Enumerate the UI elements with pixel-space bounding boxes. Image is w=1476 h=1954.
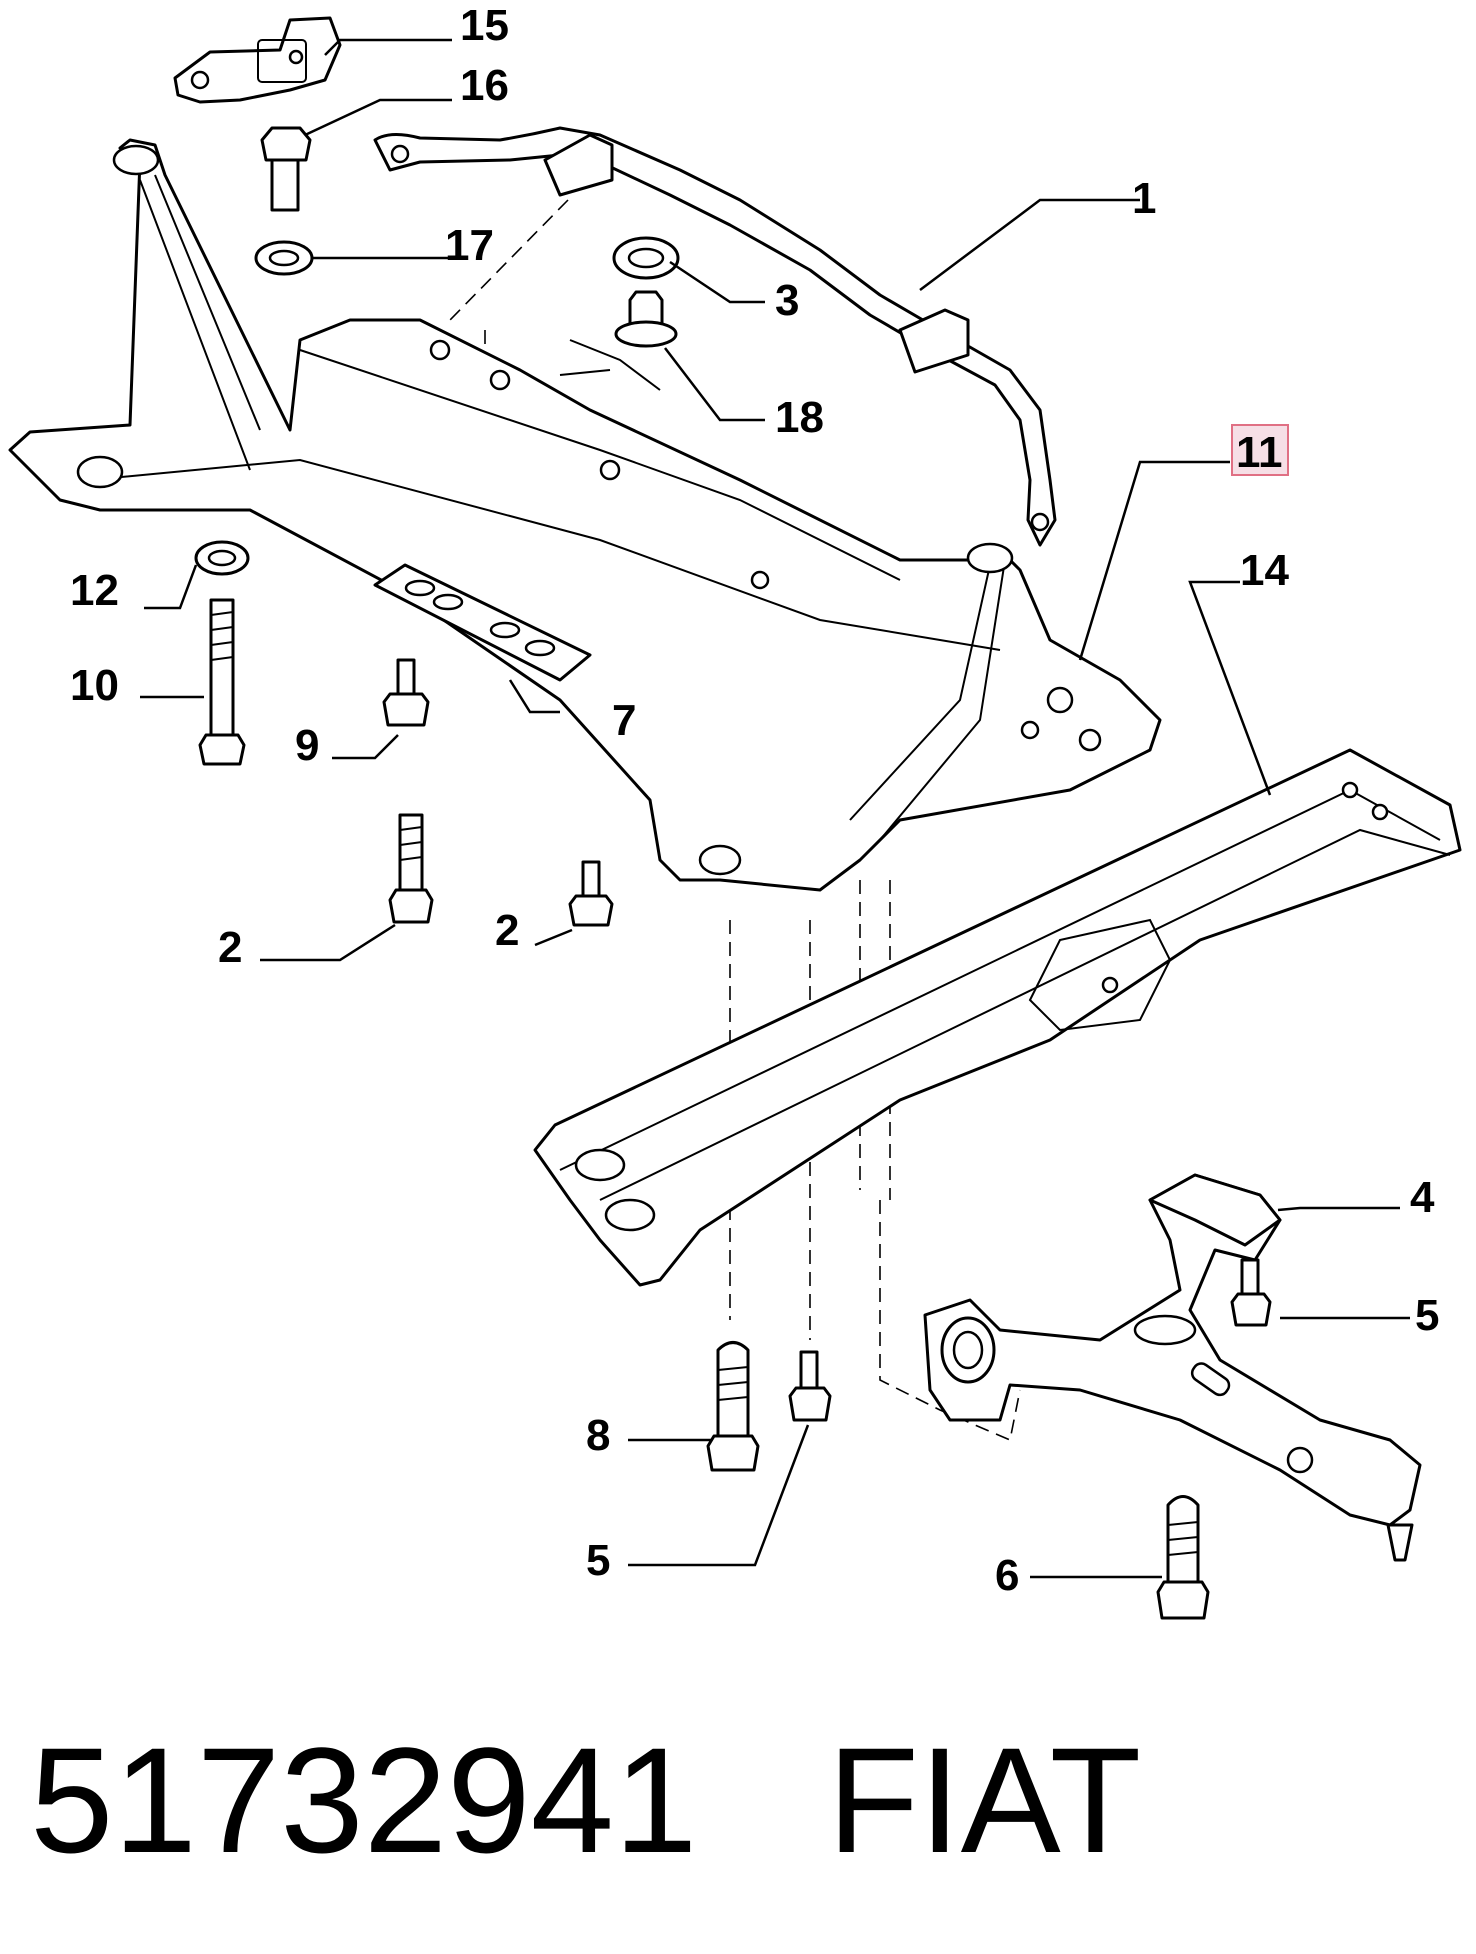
callout-2-right: 2: [495, 906, 519, 955]
callout-3: 3: [775, 276, 799, 325]
bush-part-18: [614, 290, 678, 348]
callout-6: 6: [995, 1551, 1019, 1600]
callout-14: 14: [1240, 546, 1289, 595]
bolt-part-6: [1156, 1495, 1210, 1620]
callout-9: 9: [295, 721, 319, 770]
bolt-part-8: [706, 1341, 760, 1472]
callout-8: 8: [586, 1411, 610, 1460]
washer-part-17: [254, 240, 314, 276]
bolt-part-2-long: [388, 813, 434, 924]
plate-part-7: [373, 563, 592, 682]
bolt-part-9: [382, 658, 430, 727]
washer-part-3: [612, 236, 680, 280]
callout-5-bottom: 5: [586, 1536, 610, 1585]
callout-18: 18: [775, 393, 824, 442]
callout-11: 11: [1236, 428, 1283, 477]
bolt-part-5-bottom: [788, 1350, 832, 1422]
bracket-part-15: [173, 16, 342, 104]
callout-17: 17: [445, 221, 494, 270]
callout-1: 1: [1132, 174, 1156, 223]
washer-part-12: [194, 540, 250, 576]
leader-lines: [140, 38, 1410, 1579]
control-arm-part-4: [923, 1173, 1422, 1562]
callout-15: 15: [460, 1, 509, 50]
callout-10: 10: [70, 661, 119, 710]
bolt-part-5-right: [1230, 1258, 1272, 1327]
brand-name: FIAT: [827, 1716, 1142, 1884]
crossmember-part-14: [533, 748, 1462, 1287]
callout-16: 16: [460, 61, 509, 110]
callout-4: 4: [1410, 1173, 1435, 1222]
part-caption: 51732941 FIAT: [30, 1700, 1141, 1900]
bolt-part-10: [198, 598, 246, 766]
bolt-part-16: [260, 126, 312, 212]
callout-7: 7: [612, 696, 636, 745]
callout-5-right: 5: [1415, 1291, 1439, 1340]
part-number: 51732941: [30, 1716, 698, 1884]
subframe-part-11: [8, 138, 1162, 892]
callout-12: 12: [70, 566, 119, 615]
highlight-box-11: [1231, 424, 1289, 476]
bolt-part-2-short: [568, 860, 614, 927]
crossmark: [559, 339, 661, 391]
stabilizer-bar-part-1: [373, 126, 1057, 547]
callout-labels: 15 16 17 1 3 18 11 14 12 10 9 7 2 2 4 5 …: [70, 1, 1439, 1600]
callout-2-left: 2: [218, 923, 242, 972]
